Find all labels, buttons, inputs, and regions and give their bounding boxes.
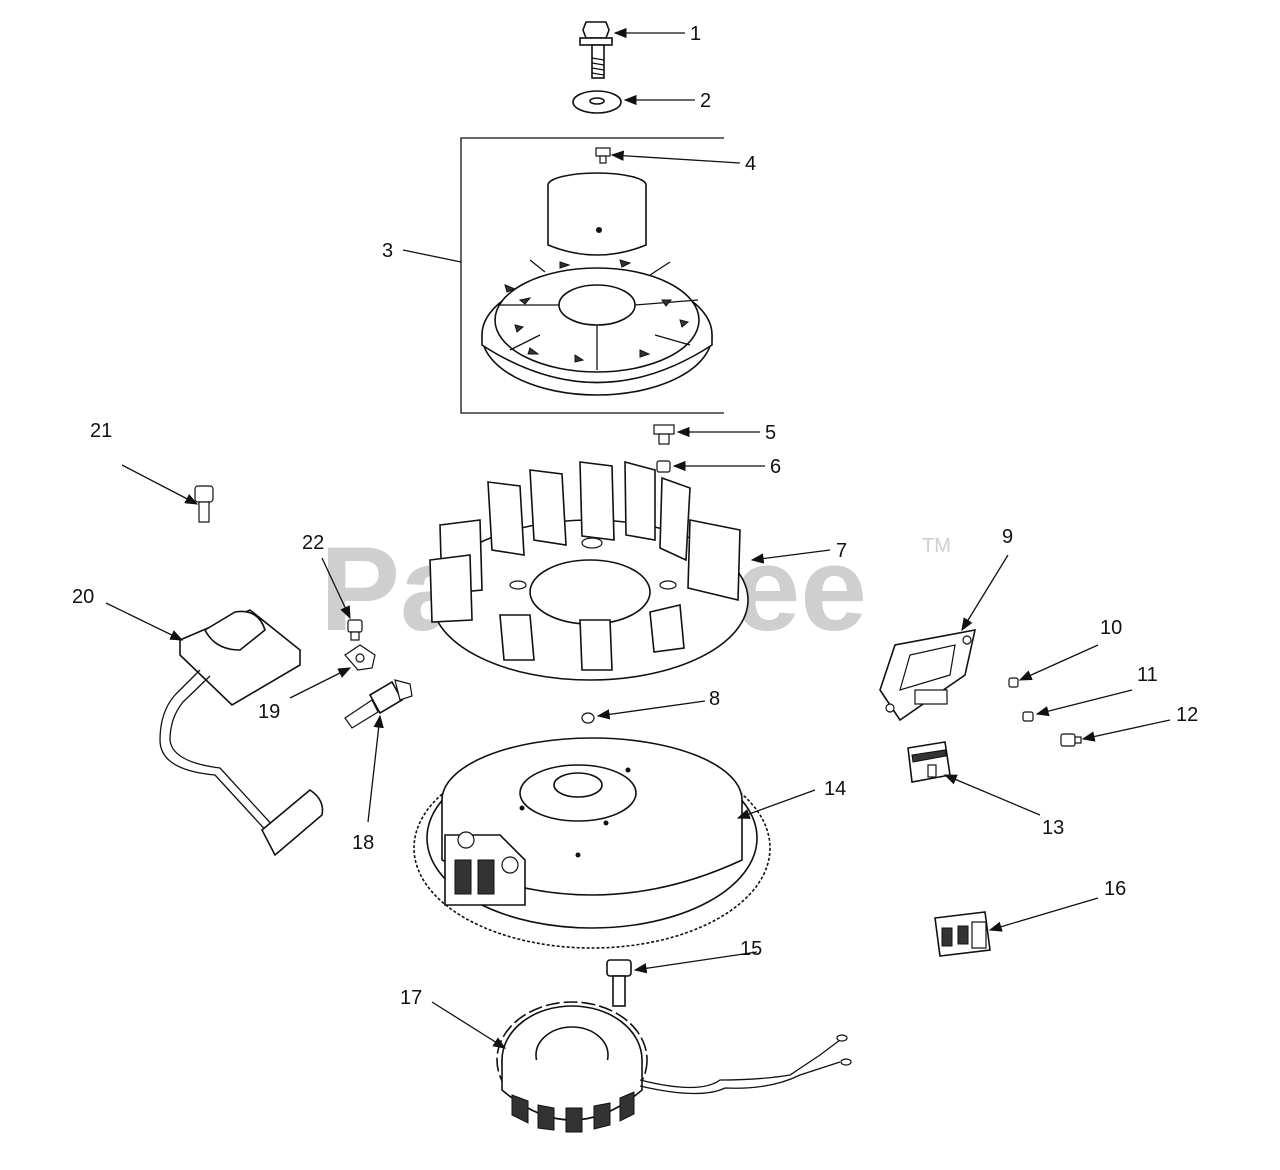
callout-20: 20 xyxy=(72,586,94,608)
part-flywheel-14 xyxy=(413,737,771,949)
part-bolt-5 xyxy=(653,424,675,445)
part-coil-20 xyxy=(159,609,324,857)
callout-14: 14 xyxy=(824,778,846,800)
part-bolt-21 xyxy=(194,485,214,523)
callout-18: 18 xyxy=(352,832,374,854)
callout-13: 13 xyxy=(1042,817,1064,839)
callout-9: 9 xyxy=(1002,526,1013,548)
callout-labels: 1 2 3 4 5 6 7 8 9 10 11 12 13 14 15 16 1… xyxy=(72,23,1198,1009)
callout-3: 3 xyxy=(382,240,393,262)
part-nut-6 xyxy=(656,460,671,473)
callout-10: 10 xyxy=(1100,617,1122,639)
callout-12: 12 xyxy=(1176,704,1198,726)
part-bolt-1 xyxy=(579,21,613,79)
callout-2: 2 xyxy=(700,90,711,112)
watermark-tm: TM xyxy=(922,535,951,557)
callout-1: 1 xyxy=(690,23,701,45)
part-screw-12 xyxy=(1060,733,1082,747)
part-regulator-9 xyxy=(879,628,977,722)
part-cup xyxy=(547,172,647,256)
callout-15: 15 xyxy=(740,938,762,960)
part-screw-22 xyxy=(347,619,363,641)
part-washer-2 xyxy=(572,90,622,114)
part-clip-19 xyxy=(344,644,376,671)
leader-lines xyxy=(105,27,1171,1049)
callout-22: 22 xyxy=(302,532,324,554)
callout-6: 6 xyxy=(770,456,781,478)
part-spark-plug-18 xyxy=(344,679,413,729)
callout-4: 4 xyxy=(745,153,756,175)
part-screen-3 xyxy=(481,259,713,396)
callout-5: 5 xyxy=(765,422,776,444)
callout-21: 21 xyxy=(90,420,112,442)
part-bolt-15 xyxy=(606,959,632,1007)
callout-19: 19 xyxy=(258,701,280,723)
callout-11: 11 xyxy=(1137,664,1158,686)
part-connector-13 xyxy=(907,741,951,783)
callout-8: 8 xyxy=(709,688,720,710)
part-key-8 xyxy=(581,712,595,724)
part-stator-17 xyxy=(496,1001,852,1133)
callout-17: 17 xyxy=(400,987,422,1009)
part-connector-16 xyxy=(934,911,991,957)
part-fan-7 xyxy=(429,460,749,681)
part-screw-4 xyxy=(595,147,611,164)
part-nut-11 xyxy=(1022,711,1034,722)
callout-16: 16 xyxy=(1104,878,1126,900)
part-3-box xyxy=(460,137,724,414)
callout-7: 7 xyxy=(836,540,847,562)
part-nut-10 xyxy=(1008,677,1019,688)
